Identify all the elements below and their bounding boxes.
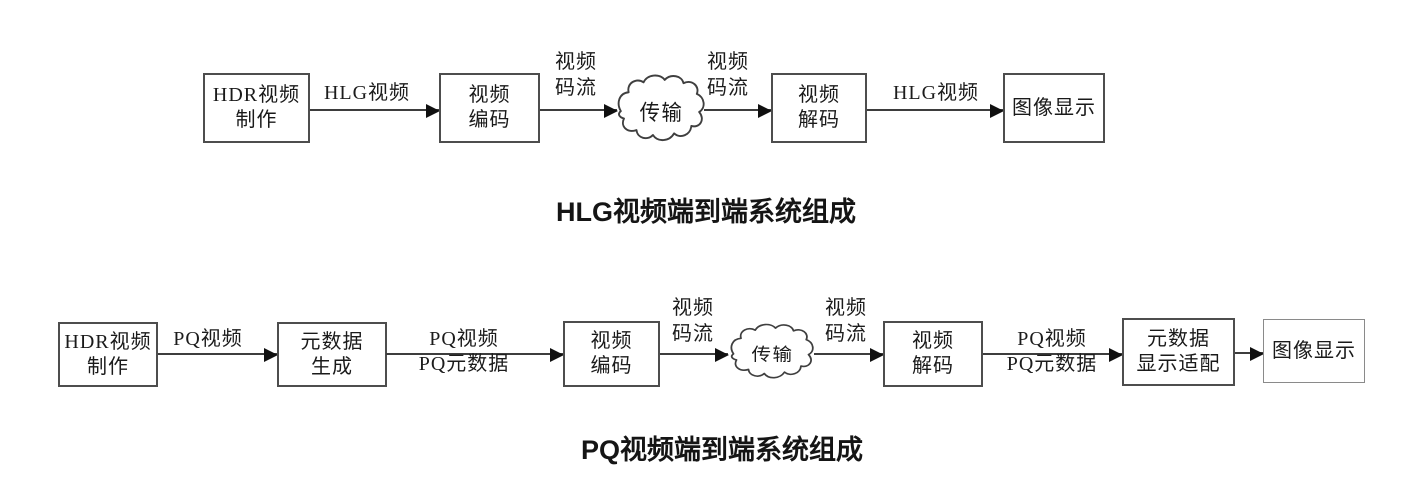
pq-arrow-encode-to-transmission [660,348,729,362]
label-line: PQ元数据 [1006,353,1098,375]
box-label-line: 制作 [87,355,129,378]
label-line: PQ视频 [429,328,499,350]
box-label-line: 图像显示 [1272,339,1356,362]
box-label-line: 解码 [912,355,954,377]
label-line: 码流 [825,323,867,345]
hlg-caption: HLG视频端到端系统组成 [556,197,856,227]
box-label-line: HDR视频 [64,330,152,353]
pq-box-metadata-display-adaptation: 元数据 显示适配 [1122,318,1235,386]
pq-caption: PQ视频端到端系统组成 [580,435,864,465]
box-label-line: 制作 [235,109,278,131]
pq-box-video-encode: 视频 编码 [563,321,660,387]
hlg-label-bitstream-out: 视频 码流 [707,49,749,101]
box-label-line: 视频 [912,330,954,352]
box-label-line: 视频 [590,330,633,352]
hlg-transmission-cloud: 传输 [617,74,705,142]
box-label-line: 视频 [468,84,511,106]
label-line: 视频 [555,51,597,73]
hlg-label-bitstream-in: 视频 码流 [555,49,597,101]
cloud-shape [617,74,705,142]
cloud-label: 传输 [640,100,684,125]
pq-label-bitstream-in: 视频 码流 [672,295,714,347]
label-line: 码流 [555,77,597,99]
pq-arrow-metadata-to-encode [386,348,564,362]
hlg-arrow-decode-to-display [867,104,1004,118]
pq-arrow-transmission-to-decode [814,348,884,362]
box-label-line: 编码 [468,109,511,131]
pq-label-source-video: PQ视频 [173,328,243,350]
pq-box-video-decode: 视频 解码 [883,321,983,387]
box-label-line: 元数据 [300,330,364,353]
pq-arrow-adaptation-to-display [1235,347,1264,361]
label-line: 码流 [672,323,714,345]
box-label-line: 元数据 [1147,328,1210,350]
box-label-line: 图像显示 [1012,96,1096,119]
pq-box-metadata-generation: 元数据 生成 [277,322,387,387]
box-label-line: 显示适配 [1136,353,1221,375]
pq-transmission-cloud: 传输 [730,323,814,379]
hlg-box-image-display: 图像显示 [1003,73,1105,143]
pq-arrow-decode-to-adaptation [983,348,1123,362]
label-line: 视频 [825,297,867,319]
hlg-box-hdr-production: HDR视频 制作 [203,73,310,143]
hlg-label-output-video: HLG视频 [892,82,980,104]
hlg-box-video-decode: 视频 解码 [771,73,867,143]
box-label-line: 解码 [798,109,840,131]
label-line: PQ视频 [1017,328,1087,350]
hlg-label-source-video: HLG视频 [323,82,411,104]
cloud-shape [730,323,814,379]
hlg-arrow-transmission-to-decode [704,104,772,118]
label-line: 视频 [672,297,714,319]
hlg-box-video-encode: 视频 编码 [439,73,540,143]
box-label-line: HDR视频 [212,84,301,106]
label-line: 视频 [707,51,749,73]
hlg-arrow-encode-to-transmission [540,104,618,118]
pq-label-bitstream-out: 视频 码流 [825,295,867,347]
hlg-arrow-production-to-encode [310,104,440,118]
pq-box-hdr-production: HDR视频 制作 [58,322,158,387]
pq-arrow-production-to-metadata [158,348,278,362]
box-label-line: 编码 [590,355,633,377]
pq-label-video-metadata-out: PQ视频 PQ元数据 [1007,327,1098,377]
box-label-line: 视频 [798,84,840,106]
cloud-label: 传输 [752,345,794,365]
pq-label-video-metadata-in: PQ视频 PQ元数据 [419,327,510,377]
box-label-line: 生成 [311,355,353,378]
label-line: PQ元数据 [418,353,510,375]
label-line: 码流 [707,77,749,99]
pq-box-image-display: 图像显示 [1263,319,1365,383]
